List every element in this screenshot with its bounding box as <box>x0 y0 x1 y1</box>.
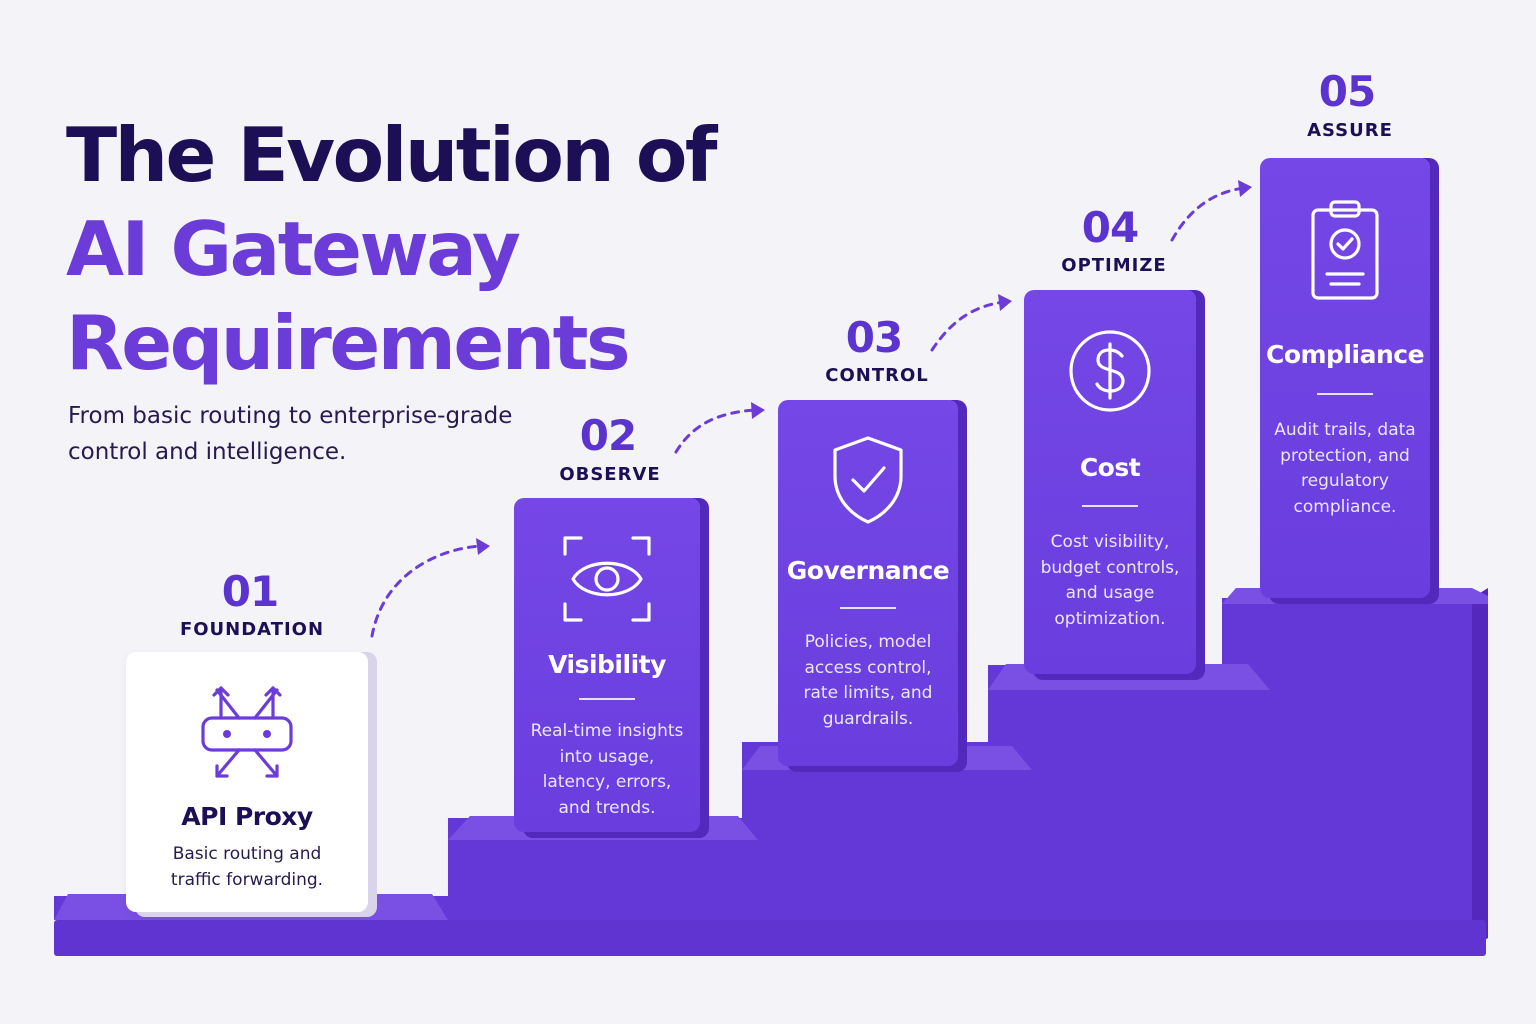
connector-arrow-4 <box>1170 186 1246 242</box>
card-cost-divider <box>1082 505 1138 507</box>
title-line-2: AI Gateway <box>66 205 521 293</box>
card-api-proxy-title: API Proxy <box>181 802 313 831</box>
page-title: The Evolution of AI Gateway Requirements <box>66 108 718 390</box>
card-cost: Cost Cost visibility, budget controls, a… <box>1024 290 1196 674</box>
card-governance-title: Governance <box>786 556 950 585</box>
card-governance-description: Policies, model access control, rate lim… <box>803 632 933 729</box>
eye-scan-icon <box>563 536 651 622</box>
step-2-number: 02 <box>579 411 637 460</box>
step-1-number: 01 <box>221 567 279 616</box>
connector-arrow-3 <box>930 300 1006 352</box>
page-subtitle: From basic routing to enterprise-grade c… <box>68 403 513 465</box>
card-governance: Governance Policies, model access contro… <box>778 400 958 766</box>
card-governance-divider <box>840 607 896 609</box>
clipboard-check-icon <box>1311 200 1379 300</box>
card-cost-title: Cost <box>1079 453 1141 482</box>
card-visibility-description: Real-time insights into usage, latency, … <box>530 721 684 818</box>
card-visibility-divider <box>579 698 635 700</box>
card-cost-description: Cost visibility, budget controls, and us… <box>1040 532 1180 629</box>
connector-arrow-2 <box>674 408 758 454</box>
step-3-number: 03 <box>845 313 903 362</box>
step-5-number: 05 <box>1318 67 1376 116</box>
card-visibility-title: Visibility <box>548 650 666 679</box>
step-3-tag: CONTROL <box>825 365 929 386</box>
arrowhead-1 <box>476 538 490 555</box>
stair-bottom-face <box>54 920 1486 956</box>
card-api-proxy: API Proxy Basic routing and traffic forw… <box>126 652 368 912</box>
title-line-1: The Evolution of <box>66 111 718 199</box>
arrowhead-4 <box>1238 180 1252 197</box>
step-1-tag: FOUNDATION <box>179 619 325 640</box>
card-compliance-description: Audit trails, data protection, and regul… <box>1274 420 1416 517</box>
dollar-coin-icon <box>1069 330 1151 412</box>
card-api-proxy-description: Basic routing and traffic forwarding. <box>170 844 324 890</box>
step-2-tag: OBSERVE <box>559 464 661 485</box>
card-compliance-divider <box>1317 393 1373 395</box>
step-4-tag: OPTIMIZE <box>1061 255 1167 276</box>
title-line-3: Requirements <box>66 299 631 387</box>
step-4-number: 04 <box>1081 203 1139 252</box>
card-visibility: Visibility Real-time insights into usage… <box>514 498 700 832</box>
connector-arrow-1 <box>370 544 482 638</box>
arrowhead-2 <box>751 402 765 419</box>
arrowhead-3 <box>998 294 1012 311</box>
stair-side-face <box>1472 588 1488 948</box>
card-compliance-title: Compliance <box>1265 340 1425 369</box>
router-arrows-icon <box>201 686 293 778</box>
shield-check-icon <box>833 436 903 524</box>
card-compliance: Compliance Audit trails, data protection… <box>1260 158 1430 598</box>
step-5-tag: ASSURE <box>1307 120 1393 141</box>
